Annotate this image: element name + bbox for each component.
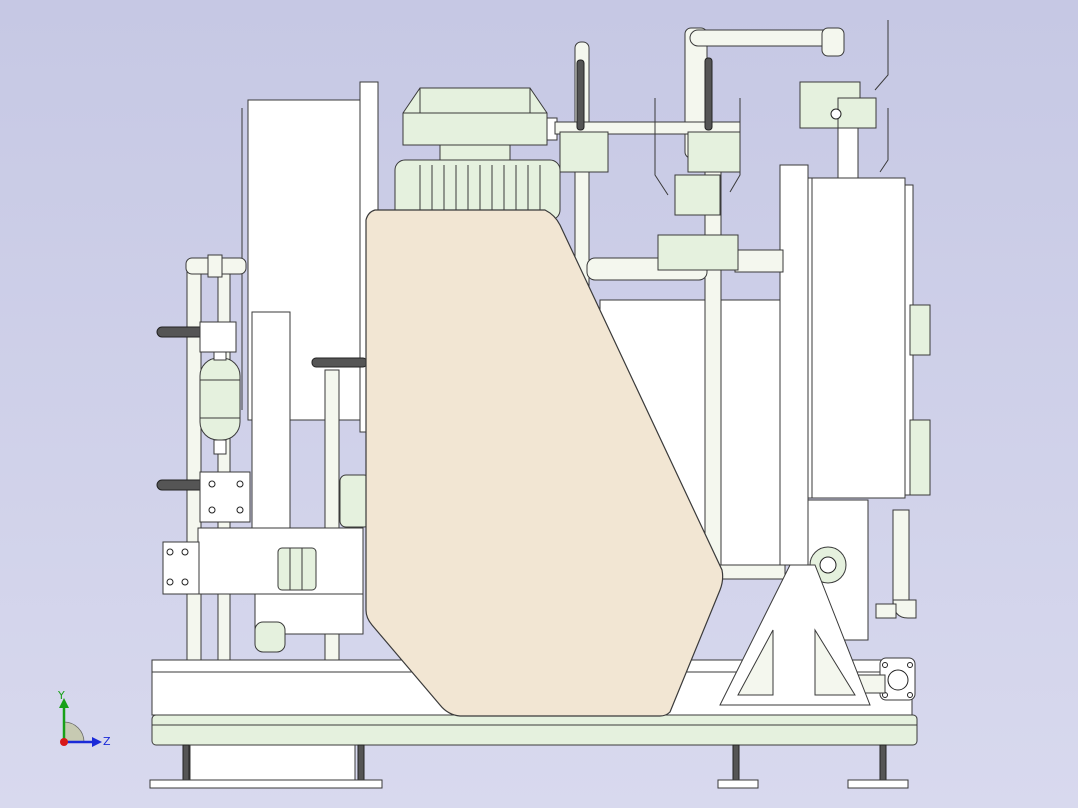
belt-guard-cover[interactable]	[365, 209, 724, 717]
z-axis-label: Z	[103, 735, 111, 748]
top-pipework[interactable]	[554, 27, 845, 580]
coordinate-triad: Y Z	[57, 689, 111, 748]
triad-arc	[63, 721, 85, 743]
valve-handle-lower-left[interactable]	[156, 471, 251, 523]
electric-motor[interactable]	[394, 87, 561, 221]
y-axis-label: Y	[57, 689, 65, 702]
pressure-gauge-block[interactable]	[799, 81, 877, 179]
right-support-stand[interactable]	[719, 564, 871, 706]
top-valve-levers[interactable]	[576, 20, 889, 196]
triad-origin	[60, 738, 68, 746]
valve-handle-upper-left[interactable]	[156, 321, 237, 353]
motor-cooling-fins	[419, 165, 541, 215]
pump-housing[interactable]	[162, 474, 371, 653]
accumulator-vessel[interactable]	[199, 347, 241, 455]
